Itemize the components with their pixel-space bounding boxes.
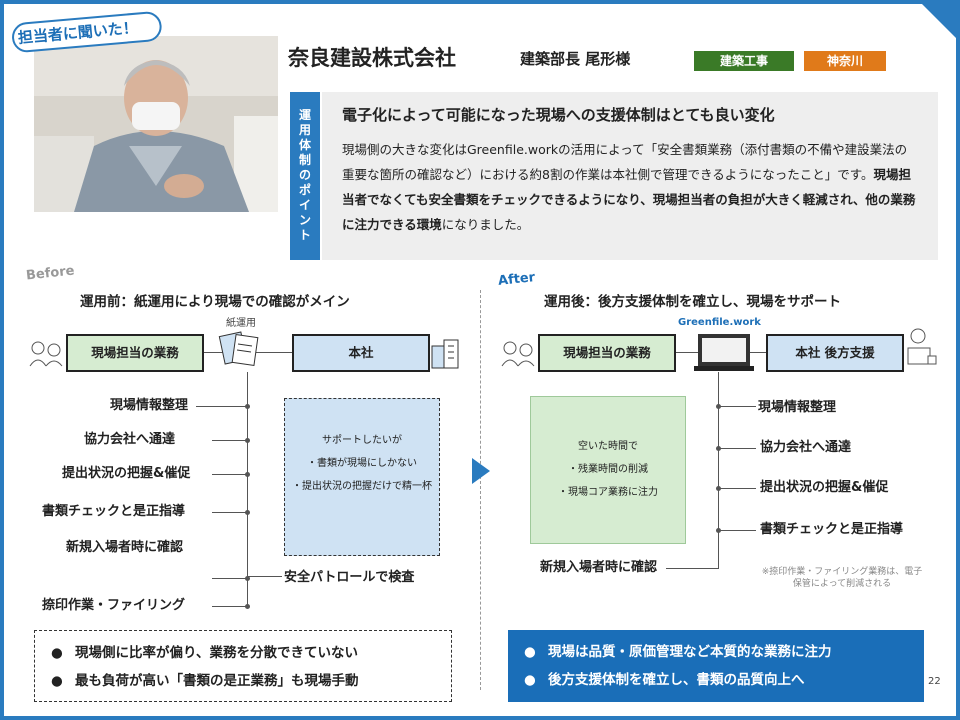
summary-text: 現場は品質・原価管理など本質的な業務に注力 [548, 644, 832, 660]
before-summary-line: ● 最も負荷が高い「書類の是正業務」も現場手動 [51, 667, 435, 695]
after-summary: ● 現場は品質・原価管理など本質的な業務に注力 ● 後方支援体制を確立し、書類の品質… [508, 630, 924, 702]
bullet-icon: ● [524, 672, 536, 688]
after-site-item: 新規入場者時に確認 [540, 560, 658, 575]
before-site-box: 現場担当の業務 [66, 334, 204, 372]
transition-arrow-icon [472, 458, 490, 484]
after-note: ※捺印作業・ファイリング業務は、電子保管によって削減される [761, 567, 923, 589]
after-freed-time-note: 空いた時間で ・残業時間の削減 ・現場コア業務に注力 [530, 396, 686, 544]
freed-line: 空いた時間で [578, 441, 638, 452]
after-site-box: 現場担当の業務 [538, 334, 676, 372]
greenfile-brand: Greenfile.work [678, 317, 761, 328]
workers-icon [28, 340, 64, 371]
before-item-check: 書類チェックと是正指導 [42, 504, 186, 519]
after-summary-line: ● 現場は品質・原価管理など本質的な業務に注力 [524, 638, 908, 666]
before-item-line [212, 512, 248, 513]
paper-documents-icon [218, 328, 266, 372]
before-item-line [212, 474, 248, 475]
before-hq-box: 本社 [292, 334, 430, 372]
after-hq-item-status: 提出状況の把握&催促 [760, 480, 889, 495]
timeline-dot [245, 438, 250, 443]
after-item-line [718, 448, 756, 449]
before-timeline [247, 372, 248, 608]
tag-region: 神奈川 [804, 51, 886, 71]
bullet-icon: ● [51, 645, 63, 661]
corner-decoration [922, 4, 956, 38]
page-number: 22 [928, 676, 941, 687]
point-body-part1: 現場側の大きな変化はGreenfile.workの活用によって「安全書類業務（添… [342, 142, 908, 182]
summary-text: 現場側に比率が偏り、業務を分散できていない [75, 645, 358, 661]
timeline-dot [245, 604, 250, 609]
freed-line: ・現場コア業務に注力 [558, 487, 658, 498]
support-line: サポートしたいが [322, 435, 402, 446]
before-support-note: サポートしたいが ・書類が現場にしかない ・提出状況の把握だけで精一杯 [284, 398, 440, 556]
point-box: 電子化によって可能になった現場への支援体制はとても良い変化 現場側の大きな変化は… [322, 92, 938, 260]
before-hq-item: 安全パトロールで検査 [284, 570, 415, 585]
after-item-line [718, 406, 756, 407]
timeline-dot [716, 446, 721, 451]
person-title: 建築部長 尾形様 [520, 50, 631, 68]
support-line: ・書類が現場にしかない [307, 458, 417, 469]
timeline-dot [245, 576, 250, 581]
before-item-site-info: 現場情報整理 [110, 398, 189, 413]
building-icon [430, 338, 460, 374]
before-item-line [196, 406, 248, 407]
company-name: 奈良建設株式会社 [278, 40, 508, 74]
after-hq-item-check: 書類チェックと是正指導 [760, 522, 904, 537]
before-item-notify: 協力会社へ通達 [84, 432, 176, 447]
point-title: 電子化によって可能になった現場への支援体制はとても良い変化 [342, 106, 775, 124]
point-body: 現場側の大きな変化はGreenfile.workの活用によって「安全書類業務（添… [342, 137, 918, 237]
interview-photo [34, 36, 278, 212]
before-summary-line: ● 現場側に比率が偏り、業務を分散できていない [51, 639, 435, 667]
before-item-stamp: 捺印作業・ファイリング [42, 598, 186, 613]
after-item-line [718, 488, 756, 489]
before-item-line [212, 578, 248, 579]
after-timeline [718, 372, 719, 568]
workers-icon [500, 340, 536, 371]
summary-text: 後方支援体制を確立し、書類の品質向上へ [548, 672, 805, 688]
after-heading: 運用後：後方支援体制を確立し、現場をサポート [544, 294, 841, 310]
before-heading: 運用前：紙運用により現場での確認がメイン [80, 294, 350, 310]
point-body-bold: 現場担当者でなくても安全書類をチェックできるようになり、現場担当者の負担が大きく… [342, 167, 916, 232]
tag-construction: 建築工事 [694, 51, 794, 71]
after-site-item-line [666, 568, 719, 569]
after-hq-box: 本社 後方支援 [766, 334, 904, 372]
freed-line: ・残業時間の削減 [568, 464, 648, 475]
after-hq-item-notify: 協力会社へ通達 [760, 440, 852, 455]
timeline-dot [245, 510, 250, 515]
before-item-line [212, 440, 248, 441]
bullet-icon: ● [524, 644, 536, 660]
timeline-dot [716, 528, 721, 533]
paper-label: 紙運用 [226, 318, 256, 329]
before-summary: ● 現場側に比率が偏り、業務を分散できていない ● 最も負荷が高い「書類の是正業務」… [34, 630, 452, 702]
timeline-dot [245, 472, 250, 477]
laptop-icon [694, 332, 754, 376]
support-line: ・提出状況の把握だけで精一杯 [292, 481, 432, 492]
before-item-line [212, 606, 248, 607]
office-worker-icon [904, 326, 940, 374]
after-item-line [718, 530, 756, 531]
point-body-part2: になりました。 [441, 217, 530, 232]
after-hq-item-site-info: 現場情報整理 [758, 400, 837, 415]
after-summary-line: ● 後方支援体制を確立し、書類の品質向上へ [524, 666, 908, 694]
vertical-label-text: 運用体制のポイント [298, 108, 311, 242]
timeline-dot [716, 404, 721, 409]
before-item-status: 提出状況の把握&催促 [62, 466, 191, 481]
timeline-dot [245, 404, 250, 409]
summary-text: 最も負荷が高い「書類の是正業務」も現場手動 [75, 673, 359, 689]
point-vertical-label: 運用体制のポイント [290, 92, 320, 260]
timeline-dot [716, 486, 721, 491]
hq-item-line [248, 576, 282, 577]
before-item-new-entry: 新規入場者時に確認 [66, 540, 184, 555]
bullet-icon: ● [51, 673, 63, 689]
before-after-divider [480, 290, 481, 690]
